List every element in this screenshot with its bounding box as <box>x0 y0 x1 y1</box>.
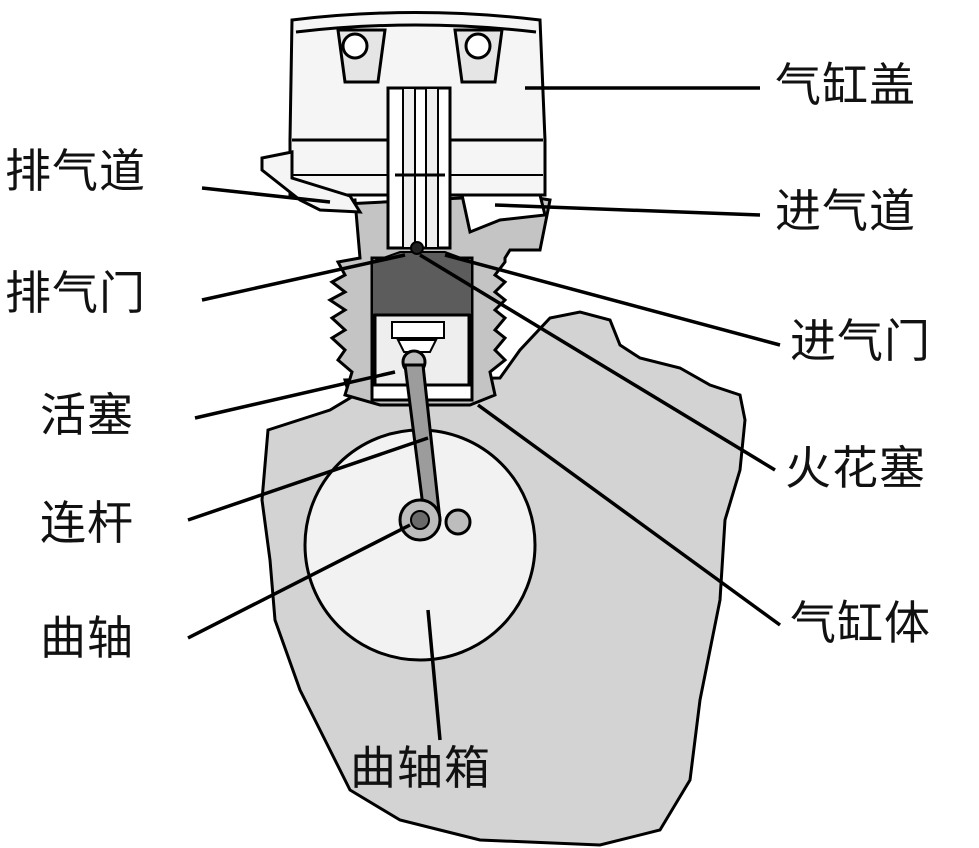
label-exhaust-valve: 排气门 <box>5 266 146 320</box>
label-intake-port: 进气道 <box>775 184 916 238</box>
left-valve-stem-shape <box>402 87 416 249</box>
label-piston: 活塞 <box>40 388 134 442</box>
spark-plug-tip-shape <box>410 241 424 255</box>
leader-line-crankshaft <box>187 523 411 640</box>
leader-line-exhaust-port <box>201 186 331 204</box>
left-rocker-bolt-shape <box>341 32 369 60</box>
crank-pin-shape <box>410 510 430 530</box>
right-valve-stem-shape <box>425 87 439 249</box>
piston-crown-mark-shape <box>396 339 438 353</box>
valve-stem-channel-shape <box>386 86 452 250</box>
leader-line-piston <box>194 370 396 420</box>
leader-line-intake-port <box>494 203 761 217</box>
intake-port-shape <box>460 193 547 235</box>
exhaust-port-shape <box>260 150 363 214</box>
piston-ring-groove-shape <box>391 321 445 339</box>
leader-line-intake-valve <box>444 253 781 347</box>
label-crankshaft: 曲轴 <box>40 611 134 665</box>
label-cylinder-head: 气缸盖 <box>775 58 916 112</box>
leader-line-crankcase <box>426 609 442 741</box>
leader-line-connecting-rod <box>187 436 429 522</box>
combustion-chamber-shape <box>371 251 473 316</box>
label-cylinder-body: 气缸体 <box>790 596 931 650</box>
label-crankcase: 曲轴箱 <box>350 741 491 795</box>
label-spark-plug: 火花塞 <box>785 441 926 495</box>
right-rocker-bolt-shape <box>464 32 492 60</box>
label-intake-valve: 进气门 <box>790 314 931 368</box>
leader-line-exhaust-valve <box>201 253 406 302</box>
label-connecting-rod: 连杆 <box>40 496 134 550</box>
crank-pin-outer-shape <box>444 508 472 536</box>
leader-line-cylinder-body <box>476 403 782 627</box>
label-exhaust-port: 排气道 <box>5 144 146 198</box>
leader-line-spark-plug <box>419 253 776 472</box>
head-top-rim-shape <box>295 23 537 34</box>
